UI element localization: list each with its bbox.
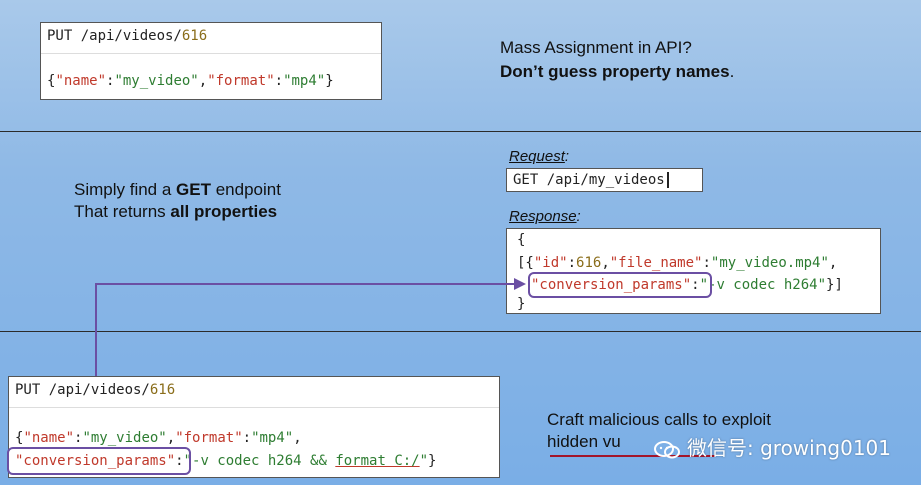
put-request-codebox-top: PUT /api/videos/616 {"name":"my_video","… (40, 22, 382, 100)
arrow-vertical (95, 283, 97, 446)
video-id: 616 (181, 28, 208, 44)
colon: : (242, 430, 252, 446)
colon: : (576, 208, 581, 225)
put-method-path: PUT /api/videos/ (47, 28, 182, 44)
text: Simply find a (74, 180, 177, 199)
conversion-params-highlight-put (7, 447, 191, 475)
brace: { (15, 430, 24, 446)
value-format: "mp4" (283, 73, 326, 89)
colon: : (106, 73, 115, 89)
brace: { (47, 73, 56, 89)
method-path: PUT /api/videos/ (15, 382, 150, 398)
put-body-line-1: {"name":"my_video","format":"mp4", (15, 430, 302, 446)
text: endpoint (211, 180, 281, 199)
section2-left-line1: Simply find a GET endpoint (74, 180, 281, 200)
response-open: { (517, 232, 526, 248)
key-name: "name" (23, 430, 75, 446)
key-conversion-params: "conversion_params" (15, 453, 176, 469)
comma: , (166, 430, 176, 446)
craft-line-1: Craft malicious calls to exploit (547, 410, 771, 429)
arrow-horizontal (95, 283, 515, 285)
value-format-c: format C:/ (335, 453, 420, 469)
comma: , (828, 255, 838, 271)
value-part: " (419, 453, 429, 469)
put-body-line-2: "conversion_params":"-v codec h264 && fo… (15, 453, 436, 469)
watermark: 微信号: growing0101 (653, 432, 891, 461)
key-format: "format" (207, 73, 275, 89)
title-bold: Don’t guess property names (500, 62, 730, 81)
value-file-name: "my_video.mp4" (710, 255, 829, 271)
key-format: "format" (175, 430, 243, 446)
text-bold: all properties (170, 202, 278, 221)
title-period: . (729, 62, 735, 81)
colon: : (274, 73, 284, 89)
put-request-line: PUT /api/videos/616 (15, 382, 175, 398)
craft-underline (550, 455, 715, 457)
divider-1 (0, 131, 921, 132)
value-name: "my_video" (82, 430, 167, 446)
colon: : (567, 255, 577, 271)
brace: } (325, 73, 334, 89)
value-name: "my_video" (114, 73, 199, 89)
video-id: 616 (149, 382, 176, 398)
section1-title-line1: Mass Assignment in API? (500, 38, 692, 57)
label: Request (509, 148, 565, 165)
response-row-3: "conversion_params":"-v codec h264"}] (531, 277, 843, 293)
colon: : (564, 148, 570, 165)
response-row-2: [{"id":616,"file_name":"my_video.mp4", (517, 255, 837, 271)
comma: , (293, 430, 302, 446)
response-label: Response: (509, 208, 581, 225)
comma: , (601, 255, 610, 271)
key-name: "name" (55, 73, 107, 89)
put-request-codebox-bottom: PUT /api/videos/616 {"name":"my_video","… (8, 376, 500, 478)
colon: : (175, 453, 184, 469)
bracket: }] (826, 277, 843, 293)
value-format: "mp4" (251, 430, 294, 446)
label: Response (509, 208, 577, 225)
text-cursor (666, 172, 669, 188)
value-conversion-params: "-v codec h264" (699, 277, 827, 293)
request-label: Request: (509, 148, 569, 165)
wechat-icon (653, 440, 681, 460)
response-close: } (517, 296, 526, 312)
key-conversion-params: "conversion_params" (531, 277, 692, 293)
brace: } (428, 453, 437, 469)
watermark-text: 微信号: growing0101 (687, 436, 891, 460)
bracket: [{ (517, 255, 534, 271)
key-file-name: "file_name" (609, 255, 703, 271)
text: That returns (74, 202, 171, 221)
put-body-line: {"name":"my_video","format":"mp4"} (47, 73, 334, 89)
colon: : (702, 255, 711, 271)
craft-line-2: hidden vu (547, 432, 621, 451)
request-value: GET /api/my_videos (513, 172, 669, 188)
put-request-line: PUT /api/videos/616 (47, 28, 207, 44)
conversion-params-highlight-response (528, 272, 712, 298)
arrow-head-right-icon (514, 278, 526, 290)
colon: : (691, 277, 700, 293)
divider-2 (0, 331, 921, 332)
response-codebox: { [{"id":616,"file_name":"my_video.mp4",… (506, 228, 881, 314)
value-part: "-v codec h264 && (183, 453, 336, 469)
key-id: "id" (533, 255, 568, 271)
section1-title-line2: Don’t guess property names. (500, 62, 734, 82)
comma: , (198, 73, 208, 89)
text-bold: GET (176, 180, 211, 199)
request-text: GET /api/my_videos (513, 172, 665, 188)
colon: : (74, 430, 83, 446)
section2-left-line2: That returns all properties (74, 202, 277, 222)
request-codebox: GET /api/my_videos (506, 168, 703, 192)
value-id: 616 (576, 255, 602, 271)
